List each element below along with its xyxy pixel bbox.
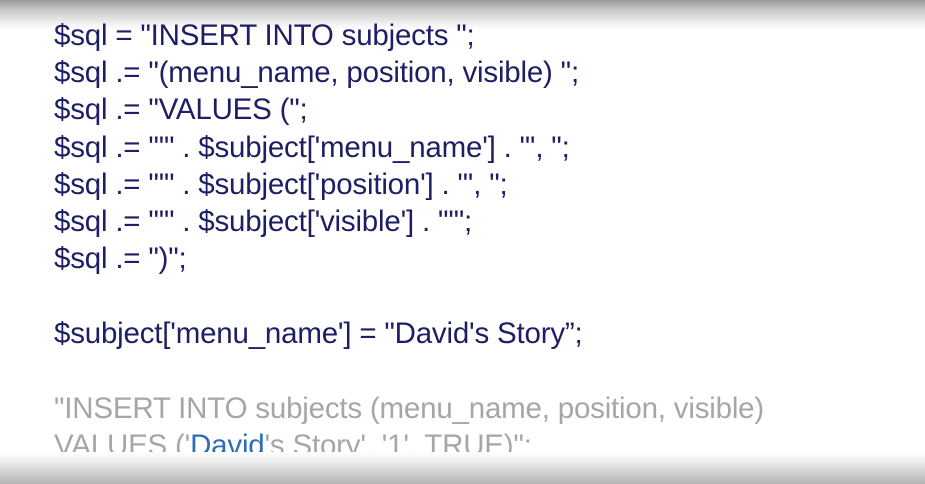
- result-line-1: "INSERT INTO subjects (menu_name, positi…: [54, 392, 765, 425]
- code-line-6: $sql .= "'" . $subject['visible'] . "'";: [54, 205, 472, 238]
- code-line-4: $sql .= "'" . $subject['menu_name'] . "'…: [54, 131, 570, 164]
- code-line-3: $sql .= "VALUES (";: [54, 93, 308, 126]
- top-shadow: [0, 0, 925, 30]
- bottom-shadow: [0, 452, 925, 484]
- assignment-line: $subject['menu_name'] = "David's Story”;: [54, 317, 583, 350]
- code-line-1: $sql = "INSERT INTO subjects ";: [54, 19, 475, 52]
- code-line-7: $sql .= ")";: [54, 242, 187, 275]
- code-line-2: $sql .= "(menu_name, position, visible) …: [54, 56, 579, 89]
- code-line-5: $sql .= "'" . $subject['position'] . "',…: [54, 168, 508, 201]
